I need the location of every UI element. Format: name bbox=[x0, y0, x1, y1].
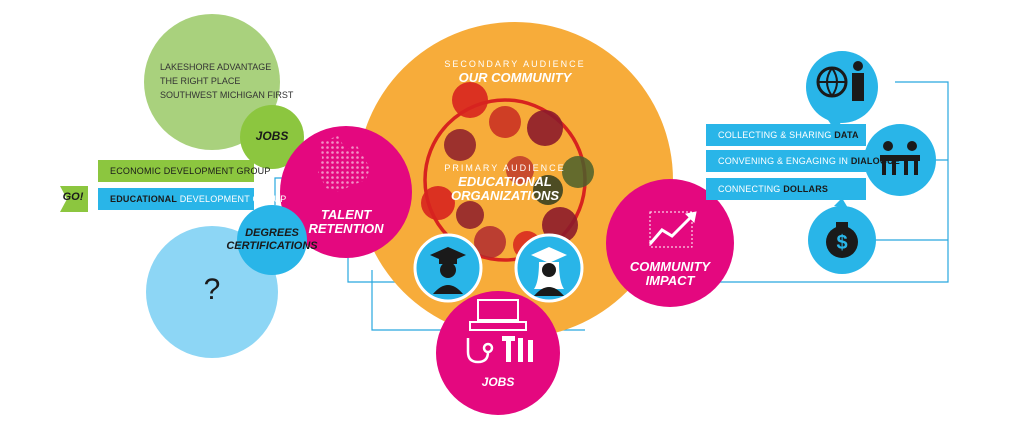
connecting-bar-bg bbox=[706, 178, 866, 200]
graduate-female-icon bbox=[531, 247, 567, 296]
degrees-label: DEGREES bbox=[245, 227, 299, 239]
tools-icon bbox=[502, 336, 533, 362]
partners-list: LAKESHORE ADVANTAGE THE RIGHT PLACE SOUT… bbox=[160, 60, 293, 102]
educational-bar-bg bbox=[98, 188, 254, 210]
partners-bubble bbox=[144, 14, 280, 150]
connecting-bar-label: CONNECTING bbox=[718, 184, 781, 194]
educational-bar[interactable]: EDUCATIONAL DEVELOPMENT GROUP bbox=[98, 188, 286, 210]
partner-item: THE RIGHT PLACE bbox=[160, 76, 241, 86]
computer-icon bbox=[469, 299, 527, 331]
educational-label: EDUCATIONAL bbox=[458, 174, 552, 189]
jobs-bottom-label: JOBS bbox=[481, 375, 515, 389]
collecting-bar-label: COLLECTING & SHARING bbox=[718, 130, 832, 140]
primary-audience-label: PRIMARY AUDIENCE bbox=[444, 163, 566, 173]
talent-label: TALENT bbox=[320, 207, 372, 222]
jobs-bottom-bubble bbox=[436, 291, 560, 415]
economic-bar[interactable]: ECONOMIC DEVELOPMENT GROUP bbox=[98, 160, 270, 182]
globe-person-icon bbox=[816, 61, 864, 101]
stethoscope-icon bbox=[466, 338, 494, 364]
convening-bar-label: CONVENING & ENGAGING IN bbox=[718, 156, 849, 166]
collecting-bar[interactable]: COLLECTING & SHARING DATA bbox=[706, 124, 866, 146]
audience-dot bbox=[506, 156, 534, 184]
audience-dot bbox=[444, 129, 476, 161]
data-icon-bubble[interactable] bbox=[806, 51, 878, 123]
organizations-label: ORGANIZATIONS bbox=[450, 188, 560, 203]
question-mark: ? bbox=[203, 273, 221, 306]
growth-chart-icon bbox=[648, 211, 697, 248]
audience-dot bbox=[421, 186, 455, 220]
go-arrow bbox=[60, 186, 88, 212]
educational-bar-highlight: EDUCATIONAL bbox=[110, 194, 178, 204]
money-bag-icon: $ bbox=[826, 222, 858, 258]
audience-dot bbox=[452, 82, 488, 118]
partner-item: SOUTHWEST MICHIGAN FIRST bbox=[160, 90, 294, 100]
impact-label: IMPACT bbox=[645, 273, 695, 288]
meeting-icon bbox=[880, 141, 920, 175]
jobs-top-label: JOBS bbox=[255, 129, 289, 143]
community-impact-bubble bbox=[606, 179, 734, 307]
audience-dot bbox=[527, 110, 563, 146]
svg-text:$: $ bbox=[836, 232, 847, 254]
connecting-bar-highlight: DOLLARS bbox=[783, 184, 829, 194]
audience-dot bbox=[489, 106, 521, 138]
convening-bar-bg bbox=[706, 150, 866, 172]
audience-dot bbox=[474, 226, 506, 258]
our-community-label: OUR COMMUNITY bbox=[458, 70, 572, 85]
partner-item: LAKESHORE ADVANTAGE bbox=[160, 62, 272, 72]
collecting-bar-highlight: DATA bbox=[834, 130, 859, 140]
degrees-bubble bbox=[237, 205, 307, 275]
community-label: COMMUNITY bbox=[629, 259, 711, 274]
educational-bar-rest: DEVELOPMENT GROUP bbox=[179, 194, 287, 204]
collecting-bar-bg bbox=[706, 124, 866, 146]
secondary-audience-label: SECONDARY AUDIENCE bbox=[444, 59, 586, 69]
jobs-top-bubble bbox=[240, 105, 304, 169]
talent-retention-bubble bbox=[280, 126, 412, 258]
go-label: GO! bbox=[62, 191, 84, 203]
audience-dot bbox=[456, 201, 484, 229]
convening-bar[interactable]: CONVENING & ENGAGING IN DIALOGUE bbox=[706, 150, 900, 172]
audience-dot bbox=[533, 175, 563, 205]
convening-bar-highlight: DIALOGUE bbox=[850, 156, 900, 166]
audience-dot bbox=[562, 156, 594, 188]
graduate-male-icon bbox=[430, 247, 466, 294]
economic-bar-label: ECONOMIC DEVELOPMENT GROUP bbox=[110, 166, 271, 176]
economic-bar-bg bbox=[98, 160, 254, 182]
michigan-map-icon bbox=[318, 136, 370, 192]
connecting-bar[interactable]: CONNECTING DOLLARS bbox=[706, 178, 866, 200]
retention-label: RETENTION bbox=[308, 221, 384, 236]
certifications-label: CERTIFICATIONS bbox=[226, 240, 318, 252]
